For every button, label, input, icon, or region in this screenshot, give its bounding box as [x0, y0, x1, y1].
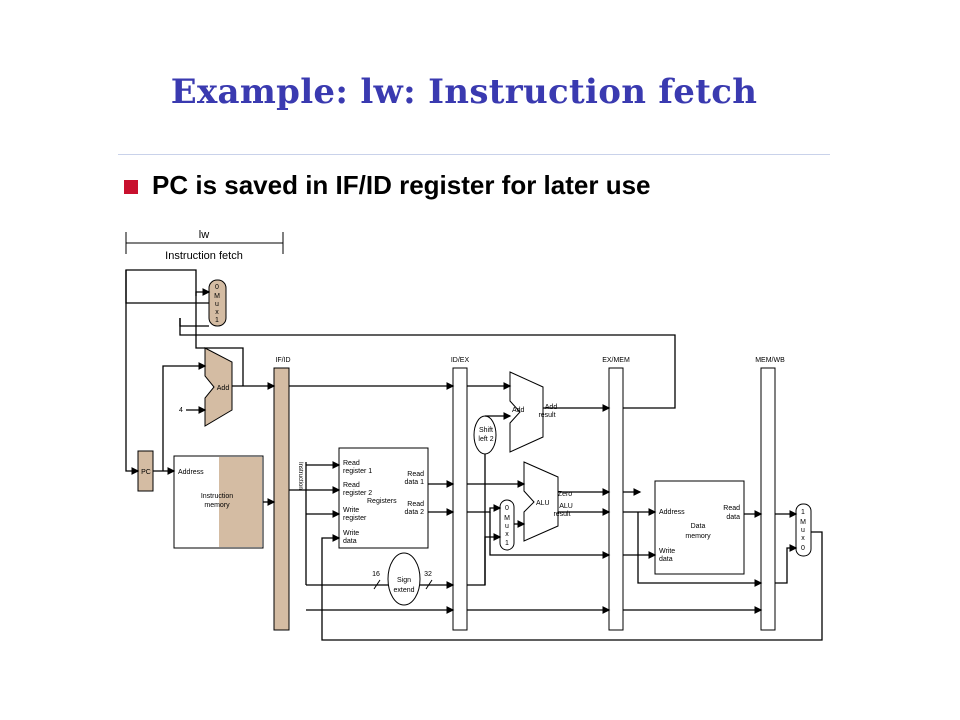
title-divider	[118, 154, 830, 155]
sign-extend-in-width: 16	[372, 571, 380, 578]
dmem-write-b: data	[659, 556, 673, 563]
branch-adder-right-b: result	[538, 412, 555, 419]
dmem-name-a: Data	[691, 523, 706, 530]
mem-wb-register	[760, 367, 776, 631]
data-memory	[654, 480, 745, 575]
register-file	[338, 447, 429, 549]
mux-alu-label-x: x	[505, 531, 509, 538]
pc-adder-label: Add	[217, 385, 230, 392]
instruction-memory-highlight	[219, 457, 262, 547]
pc-label: PC	[141, 469, 151, 476]
alu-source-mux	[499, 499, 515, 551]
dmem-name-b: memory	[685, 533, 711, 540]
rf-read-reg1-b: register 1	[343, 468, 372, 475]
mux-wb-label-0: 0	[801, 545, 805, 552]
rf-write-data-a: Write	[343, 530, 359, 537]
constant-four-label: 4	[179, 407, 183, 414]
mux-alu-label-0: 0	[505, 505, 509, 512]
shift-left-2	[473, 415, 497, 455]
id-ex-label: ID/EX	[451, 357, 470, 364]
stage-name-label: Instruction fetch	[165, 250, 243, 262]
sign-extend	[387, 552, 421, 606]
rf-read-reg2-a: Read	[343, 482, 360, 489]
ex-mem-label: EX/MEM	[602, 357, 630, 364]
dmem-read-a: Read	[723, 505, 740, 512]
mux-alu-label-m: M	[504, 515, 510, 522]
imem-address-label: Address	[178, 469, 204, 476]
alu-result-a: ALU	[559, 503, 573, 510]
if-id-label: IF/ID	[275, 357, 290, 364]
mux-top-label-1: 1	[215, 317, 219, 324]
id-ex-register	[452, 367, 468, 631]
rf-read-data1-b: data 1	[405, 479, 425, 486]
mem-wb-label: MEM/WB	[755, 357, 785, 364]
mux-top-label-0: 0	[215, 284, 219, 291]
shift-label-2: left 2	[478, 436, 493, 443]
rf-read-data2-b: data 2	[405, 509, 425, 516]
rf-read-data1-a: Read	[407, 471, 424, 478]
mux-top-label-x: x	[215, 309, 219, 316]
ex-mem-register	[608, 367, 624, 631]
writeback-mux	[795, 503, 812, 557]
mux-wb-label-x: x	[801, 535, 805, 542]
mux-alu-label-u: u	[505, 523, 509, 530]
dmem-read-b: data	[726, 514, 740, 521]
imem-name-line2: memory	[204, 502, 230, 509]
sign-extend-out-width: 32	[424, 571, 432, 578]
instruction-bus-label: Instruction	[297, 462, 303, 490]
sign-extend-label-1: Sign	[397, 577, 411, 584]
shift-label-1: Shift	[479, 427, 493, 434]
dmem-write-a: Write	[659, 548, 675, 555]
if-id-register	[273, 367, 290, 631]
rf-read-data2-a: Read	[407, 501, 424, 508]
rf-write-reg-b: register	[343, 515, 367, 522]
mux-top-label-m: M	[214, 293, 220, 300]
rf-write-data-b: data	[343, 538, 357, 545]
mux-wb-label-1: 1	[801, 509, 805, 516]
alu-name-label: ALU	[536, 500, 550, 507]
bullet-text: PC is saved in IF/ID register for later …	[152, 170, 651, 200]
branch-adder-left-label: Add	[512, 407, 525, 414]
mux-top-label-u: u	[215, 301, 219, 308]
sign-extend-label-2: extend	[393, 587, 414, 594]
rf-read-reg1-a: Read	[343, 460, 360, 467]
imem-name-line1: Instruction	[201, 493, 233, 500]
rf-name-label: Registers	[367, 498, 397, 505]
rf-write-reg-a: Write	[343, 507, 359, 514]
mux-alu-label-1: 1	[505, 540, 509, 547]
dmem-address-label: Address	[659, 509, 685, 516]
stage-bracket	[125, 232, 284, 254]
alu-result-b: result	[553, 511, 570, 518]
bullet-square-icon	[124, 179, 138, 194]
alu-zero-label: Zero	[558, 491, 573, 498]
rf-read-reg2-b: register 2	[343, 490, 372, 497]
branch-adder	[509, 371, 544, 453]
instruction-name-label: lw	[199, 229, 209, 241]
mux-wb-label-u: u	[801, 527, 805, 534]
bullet-point: PC is saved in IF/ID register for later …	[124, 170, 651, 201]
slide-title: Example: lw: Instruction fetch	[170, 72, 758, 112]
datapath-wires	[125, 269, 823, 641]
mux-wb-label-m: M	[800, 519, 806, 526]
